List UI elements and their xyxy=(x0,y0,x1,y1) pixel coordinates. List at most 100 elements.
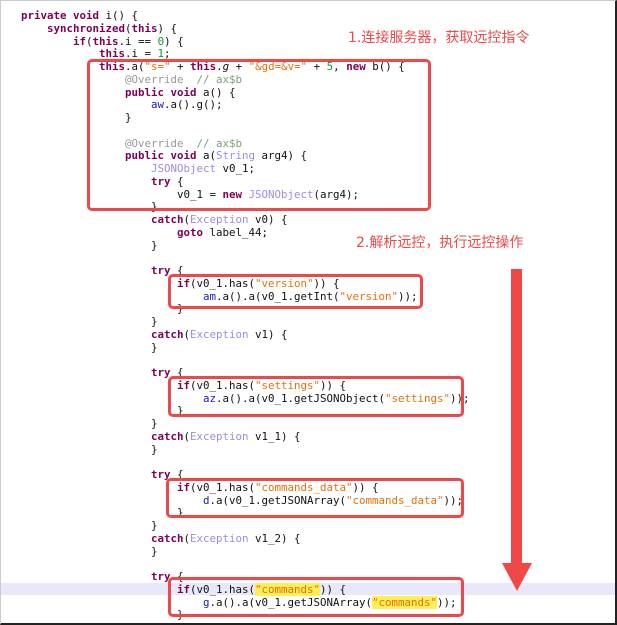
code-token: a( xyxy=(203,149,217,163)
code-token: "settings" xyxy=(255,378,321,392)
code-line: } xyxy=(21,519,470,533)
code-token: catch xyxy=(21,327,184,341)
code-line: synchronized(this) { xyxy=(21,21,470,36)
highlight-box-settings xyxy=(168,376,464,417)
code-token: arg4) { xyxy=(255,149,308,163)
code-line: aw.a().g(); xyxy=(21,98,470,112)
code-editor: private void i() { synchronized(this) { … xyxy=(21,9,470,622)
code-line: try { xyxy=(21,468,470,482)
code-line: } xyxy=(21,341,470,355)
code-line: catch(Exception v0) { xyxy=(21,213,470,227)
code-token: (v0_1.has( xyxy=(190,378,256,392)
code-token: (v0_1.has( xyxy=(190,276,256,290)
code-line: } xyxy=(21,315,470,329)
code-token: "version" xyxy=(339,289,399,303)
code-token: } xyxy=(21,111,132,124)
code-token: // ax$b xyxy=(183,72,243,86)
code-token: )) { xyxy=(320,582,347,596)
code-token: ) { xyxy=(157,21,178,35)
code-token: .a( xyxy=(125,60,145,73)
code-token: new xyxy=(222,187,249,201)
code-line: @Override // ax$b xyxy=(21,72,470,87)
code-line: } xyxy=(21,417,470,431)
code-token: { xyxy=(177,468,184,481)
code-token: )) { xyxy=(320,378,347,392)
code-token: .a().a(v0_1.getInt( xyxy=(216,289,340,303)
code-token: v1_2) { xyxy=(248,531,301,545)
code-token: "&gd=&v=" xyxy=(248,60,308,73)
code-line: try { xyxy=(21,366,470,380)
code-token: } xyxy=(21,238,158,252)
code-line: am.a().a(v0_1.getInt("version")); xyxy=(21,289,470,304)
code-token: 1 xyxy=(157,47,165,61)
code-line: if(v0_1.has("version")) { xyxy=(21,276,470,291)
code-token: } xyxy=(21,417,158,430)
code-token: .a().g(); xyxy=(164,98,223,112)
code-token: "version" xyxy=(255,276,314,290)
code-line: } xyxy=(21,200,470,214)
code-token: ( xyxy=(183,213,191,226)
code-token: v0_1 = xyxy=(21,187,223,201)
code-line: } xyxy=(21,404,470,418)
code-line: } xyxy=(21,111,470,125)
code-token: .a().a(v0_1.getJSONArray( xyxy=(209,595,373,609)
code-token: )); xyxy=(450,391,470,405)
code-token: if xyxy=(21,34,87,48)
code-line: g.a().a(v0_1.getJSONArray("commands")); xyxy=(21,595,470,610)
annotation-step1: 1.连接服务器，获取远控指令 xyxy=(348,30,530,46)
code-token: try xyxy=(21,366,178,379)
code-token: .a().a(v0_1.getJSONObject( xyxy=(216,391,386,405)
code-line: try { xyxy=(21,570,470,584)
code-line: public void a(String arg4) { xyxy=(21,149,470,163)
code-token: Exception xyxy=(190,429,249,443)
code-line: } xyxy=(21,545,470,559)
code-token: "commands_data" xyxy=(255,480,353,494)
down-arrow-shaft xyxy=(511,269,522,569)
code-line: private void i() { xyxy=(21,9,470,23)
highlight-box-version xyxy=(168,274,423,309)
code-token: this xyxy=(21,47,126,61)
code-token: g xyxy=(21,595,210,609)
code-token: "s=" xyxy=(144,60,171,73)
code-token: ( xyxy=(183,327,191,341)
code-token: public void xyxy=(21,85,204,99)
code-token: g xyxy=(222,60,230,73)
code-token: if xyxy=(21,378,191,392)
code-token: . xyxy=(216,60,223,73)
code-token: (arg4); xyxy=(313,187,360,201)
code-line: if(this.i == 0) { xyxy=(21,34,470,49)
code-line: catch(Exception v1_2) { xyxy=(21,531,470,546)
code-line: public void a() { xyxy=(21,85,470,100)
code-token: Exception xyxy=(190,531,249,545)
code-line: JSONObject v0_1; xyxy=(21,162,470,176)
code-token: try xyxy=(21,468,178,481)
code-token: { xyxy=(177,264,184,277)
code-token: )); xyxy=(443,493,464,507)
code-token: new xyxy=(346,60,373,73)
code-token: this xyxy=(92,34,119,48)
code-line: v0_1 = new JSONObject(arg4); xyxy=(21,187,470,202)
code-line: } xyxy=(21,506,470,520)
code-line: } xyxy=(21,443,470,457)
code-token: ; xyxy=(164,47,171,61)
code-token: ( xyxy=(86,34,93,48)
code-line: if(v0_1.has("settings")) { xyxy=(21,378,470,393)
code-token: , xyxy=(333,60,347,73)
code-token: Exception xyxy=(190,327,249,341)
code-line: if(v0_1.has("commands_data")) { xyxy=(21,480,470,495)
code-token: v0_1; xyxy=(216,162,256,175)
code-token: this xyxy=(131,21,158,35)
code-token: (v0_1.has( xyxy=(190,480,256,494)
code-token: this xyxy=(21,60,126,73)
code-line: catch(Exception v1) { xyxy=(21,327,470,342)
code-token: if xyxy=(21,582,191,596)
code-token: { xyxy=(177,174,184,188)
highlight-box-commands-data xyxy=(166,478,464,518)
code-token: i() { xyxy=(105,9,139,22)
code-token: JSONObject xyxy=(248,187,314,201)
code-token: 5 xyxy=(326,60,334,73)
code-line: if(v0_1.has("commands")) { xyxy=(21,582,470,597)
code-token: catch xyxy=(21,213,184,226)
annotation-step2: 2.解析远控，执行远控操作 xyxy=(356,235,524,251)
